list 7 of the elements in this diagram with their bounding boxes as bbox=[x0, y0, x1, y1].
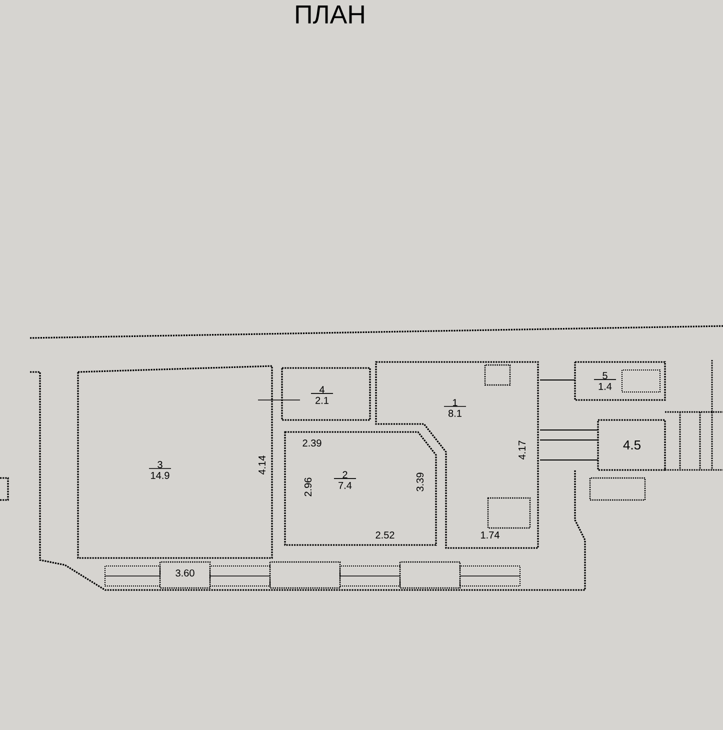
room: 4 2.1 bbox=[281, 367, 371, 421]
room: 4.5 bbox=[597, 419, 666, 471]
dimension-label: 4.17 bbox=[518, 439, 526, 461]
room: 5 1.4 bbox=[574, 361, 666, 401]
dimension-label: 1.74 bbox=[479, 530, 501, 540]
dimension-label: 4.14 bbox=[258, 454, 266, 476]
title: ПЛАН bbox=[296, 6, 364, 24]
